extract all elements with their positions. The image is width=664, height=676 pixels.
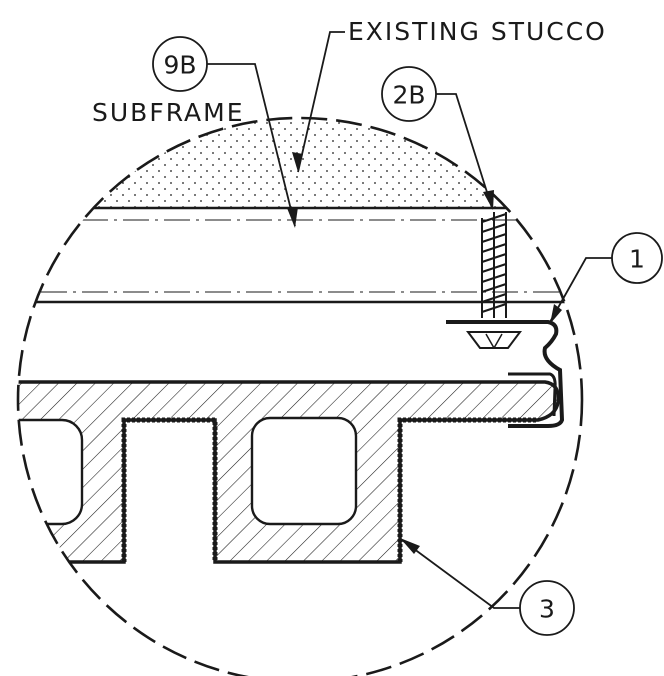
- leader-existing-stucco: [297, 31, 345, 173]
- channel-edge-2: [397, 417, 538, 562]
- leader-3: [401, 539, 520, 609]
- callout-3: 3: [539, 595, 555, 624]
- callout-1: 1: [629, 245, 645, 274]
- leader-arrow-1: [550, 304, 562, 324]
- detail-content: [18, 118, 582, 564]
- channel-edge-1: [121, 417, 218, 562]
- leader-arrow-3: [400, 538, 420, 554]
- trim-clip-inner: [508, 372, 557, 417]
- leader-arrow-stucco: [292, 152, 303, 172]
- leader-9b: [207, 63, 296, 227]
- label-existing-stucco: EXISTING STUCCO: [348, 17, 607, 46]
- screw: [466, 212, 522, 349]
- trim-clip: [446, 320, 565, 428]
- detail-circle: [16, 116, 584, 676]
- leader-arrow-9b: [287, 207, 298, 228]
- center-hollow: [250, 416, 358, 526]
- leader-arrow-2b: [483, 190, 494, 210]
- leader-1: [549, 257, 612, 323]
- label-subframe: SUBFRAME: [92, 98, 245, 127]
- leader-2b: [436, 93, 493, 209]
- callout-9b: 9B: [163, 51, 196, 80]
- callout-2b: 2B: [392, 81, 425, 110]
